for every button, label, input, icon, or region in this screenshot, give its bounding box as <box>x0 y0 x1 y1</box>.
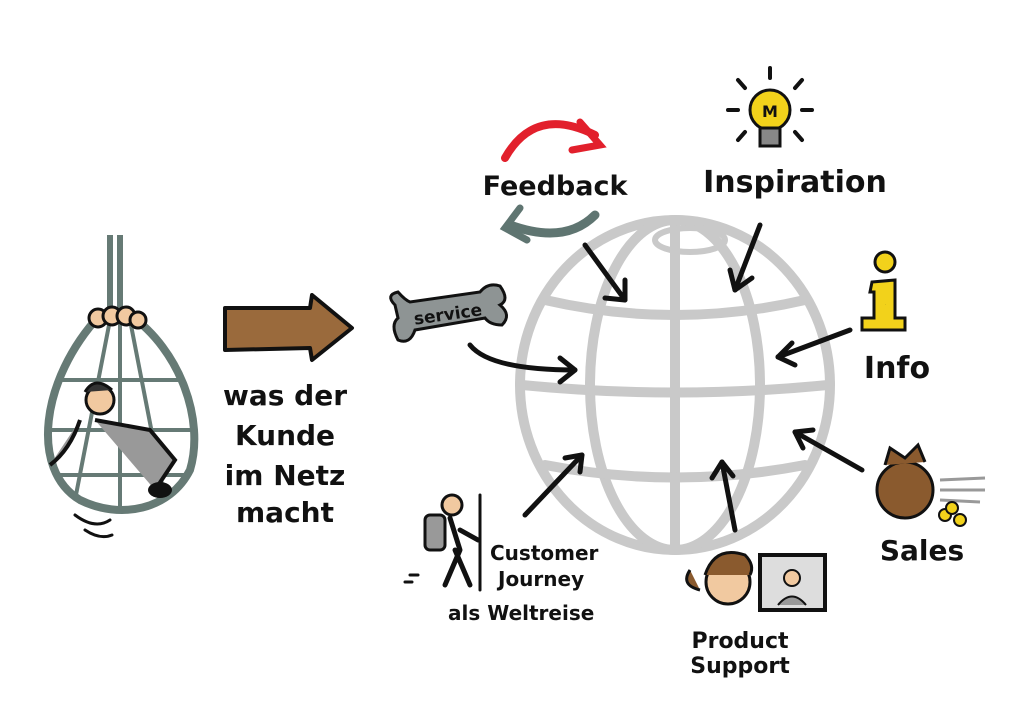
inspiration-group: M Inspiration <box>703 66 887 200</box>
caption-line: im Netz <box>225 459 346 492</box>
bulb-letter: M <box>762 102 778 121</box>
info-label: Info <box>864 351 930 386</box>
product-support-group: Product Support <box>685 551 827 679</box>
money-bag-icon <box>875 442 986 527</box>
caption-line: was der <box>223 379 347 412</box>
video-screen-icon <box>758 553 827 612</box>
info-icon <box>860 250 907 332</box>
caption-line: macht <box>236 496 334 529</box>
sales-label: Sales <box>880 534 964 567</box>
service-wrench-icon: service <box>389 283 508 343</box>
arrow-icon <box>775 327 853 368</box>
sales-group: Sales <box>875 442 986 567</box>
arrow-icon <box>792 427 865 473</box>
product-support-line: Support <box>690 654 790 679</box>
person-in-net-illustration <box>43 235 199 539</box>
inspiration-label: Inspiration <box>703 165 887 200</box>
hiker-icon <box>403 493 482 592</box>
arrow-icon <box>727 222 763 293</box>
info-group: Info <box>860 250 930 386</box>
customer-journey-line: Customer <box>490 541 599 565</box>
feedback-grey-arrow-icon <box>505 210 600 238</box>
product-support-line: Product <box>691 629 789 654</box>
caption-line: Kunde <box>235 419 335 452</box>
arrow-icon <box>709 459 738 533</box>
brown-arrow-icon <box>223 293 354 362</box>
customer-journey-group: Customer Journey als Weltreise <box>403 493 599 625</box>
lightbulb-icon: M <box>726 66 814 148</box>
arrow-icon <box>582 242 628 303</box>
customer-journey-line: als Weltreise <box>448 601 594 625</box>
arrow-icon <box>522 452 585 518</box>
feedback-group: Feedback <box>483 118 629 244</box>
feedback-label: Feedback <box>483 171 629 202</box>
globe-illustration <box>515 215 835 555</box>
arrow-icon <box>467 342 578 385</box>
left-caption: was der Kunde im Netz macht <box>223 379 347 529</box>
support-agent-icon <box>685 551 754 606</box>
pointer-arrows <box>467 222 865 533</box>
customer-journey-line: Journey <box>496 567 584 591</box>
feedback-red-arrow-icon <box>501 120 599 162</box>
